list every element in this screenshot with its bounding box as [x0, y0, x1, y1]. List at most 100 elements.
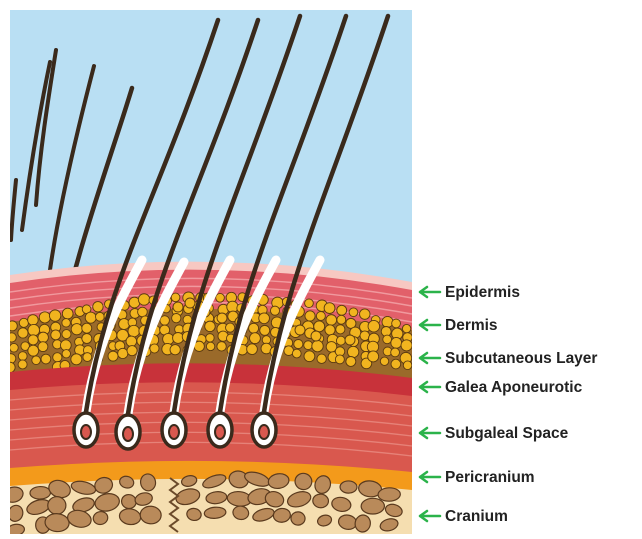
- arrow-left-icon: [420, 511, 440, 521]
- fat-globule: [383, 335, 392, 344]
- fat-globule: [49, 310, 60, 321]
- label-dermis: Dermis: [420, 317, 498, 334]
- fat-globule: [82, 333, 92, 343]
- fat-globule: [392, 319, 401, 328]
- fat-globule: [336, 336, 345, 345]
- fat-globule: [41, 354, 51, 364]
- fat-globule: [127, 346, 137, 356]
- arrow-left-icon: [420, 287, 440, 297]
- fat-globule: [7, 321, 17, 331]
- fat-globule: [295, 325, 305, 335]
- fat-globule: [185, 298, 195, 308]
- fat-globule: [173, 332, 184, 343]
- fat-globule: [324, 303, 335, 314]
- label-text: Galea Aponeurotic: [445, 379, 583, 396]
- illustration-panel: [2, 10, 412, 539]
- fat-globule: [312, 340, 323, 351]
- fat-globule: [118, 348, 128, 358]
- fat-globule: [380, 357, 388, 365]
- fat-globule: [163, 333, 174, 344]
- label-subgaleal: Subgaleal Space: [420, 425, 569, 442]
- fat-globule: [119, 319, 130, 330]
- bone-chunk: [30, 486, 51, 499]
- fat-globule: [391, 359, 401, 369]
- fat-globule: [304, 341, 313, 350]
- fat-globule: [62, 319, 70, 327]
- fat-globule: [335, 355, 344, 364]
- label-text: Cranium: [445, 508, 508, 525]
- fat-globule: [304, 351, 315, 362]
- fat-globule: [62, 350, 70, 358]
- label-pericranium: Pericranium: [420, 469, 535, 486]
- fat-globule: [314, 321, 325, 332]
- fat-globule: [85, 312, 96, 323]
- fat-globule: [391, 337, 402, 348]
- fat-globule: [249, 323, 259, 333]
- fat-globule: [171, 293, 180, 302]
- bone-chunk: [340, 481, 357, 493]
- fat-globule: [62, 330, 71, 339]
- fat-globule: [250, 333, 261, 344]
- arrow-left-icon: [420, 428, 440, 438]
- label-text: Subgaleal Space: [445, 425, 569, 442]
- label-subcutaneous: Subcutaneous Layer: [420, 350, 597, 367]
- fat-globule: [82, 323, 92, 333]
- fat-globule: [18, 352, 27, 361]
- fat-globule: [337, 315, 346, 324]
- label-text: Subcutaneous Layer: [445, 350, 597, 367]
- fat-globule: [382, 316, 393, 327]
- fat-globule: [128, 325, 140, 337]
- fat-globule: [260, 325, 270, 335]
- fat-globule: [150, 344, 159, 353]
- fat-globule: [96, 312, 105, 321]
- fat-globule: [345, 335, 355, 345]
- fat-globule: [206, 334, 214, 342]
- label-text: Dermis: [445, 317, 498, 334]
- fat-globule: [28, 335, 38, 345]
- fat-globule: [391, 348, 400, 357]
- fat-globule: [32, 356, 41, 365]
- label-text: Pericranium: [445, 469, 535, 486]
- bone-chunk: [361, 498, 385, 514]
- fat-globule: [217, 342, 226, 351]
- fat-globule: [172, 314, 181, 323]
- fat-globule: [226, 323, 235, 332]
- fat-globule: [51, 330, 61, 340]
- fat-globule: [305, 311, 315, 321]
- fat-globule: [71, 354, 82, 365]
- fat-globule: [10, 343, 19, 352]
- fat-globule: [294, 340, 303, 349]
- fat-globule: [71, 324, 82, 335]
- fat-globule: [270, 306, 279, 315]
- fat-globule: [368, 320, 380, 332]
- arrow-left-icon: [420, 472, 440, 482]
- fat-globule: [368, 351, 379, 362]
- fat-globule: [173, 302, 183, 312]
- fat-globule: [360, 309, 370, 319]
- fat-globule: [83, 353, 92, 362]
- label-cranium: Cranium: [420, 508, 508, 525]
- fat-globule: [311, 331, 321, 341]
- fat-globule: [138, 307, 148, 317]
- arrow-left-icon: [420, 353, 440, 363]
- layer-labels: EpidermisDermisSubcutaneous LayerGalea A…: [420, 284, 597, 525]
- fat-globule: [336, 325, 345, 334]
- fat-globule: [326, 315, 337, 326]
- fat-globule: [247, 344, 258, 355]
- fat-globule: [19, 318, 28, 327]
- fat-globule: [62, 308, 73, 319]
- fat-globule: [316, 312, 325, 321]
- label-text: Epidermis: [445, 284, 520, 301]
- fat-globule: [206, 342, 214, 350]
- fat-globule: [349, 308, 358, 317]
- fat-globule: [18, 360, 27, 369]
- fat-globule: [337, 305, 347, 315]
- bone-chunk: [6, 523, 25, 537]
- fat-globule: [108, 351, 118, 361]
- fat-globule: [38, 342, 48, 352]
- fat-globule: [217, 313, 227, 323]
- fat-globule: [160, 316, 170, 326]
- fat-globule: [170, 345, 180, 355]
- fat-globule: [403, 361, 412, 370]
